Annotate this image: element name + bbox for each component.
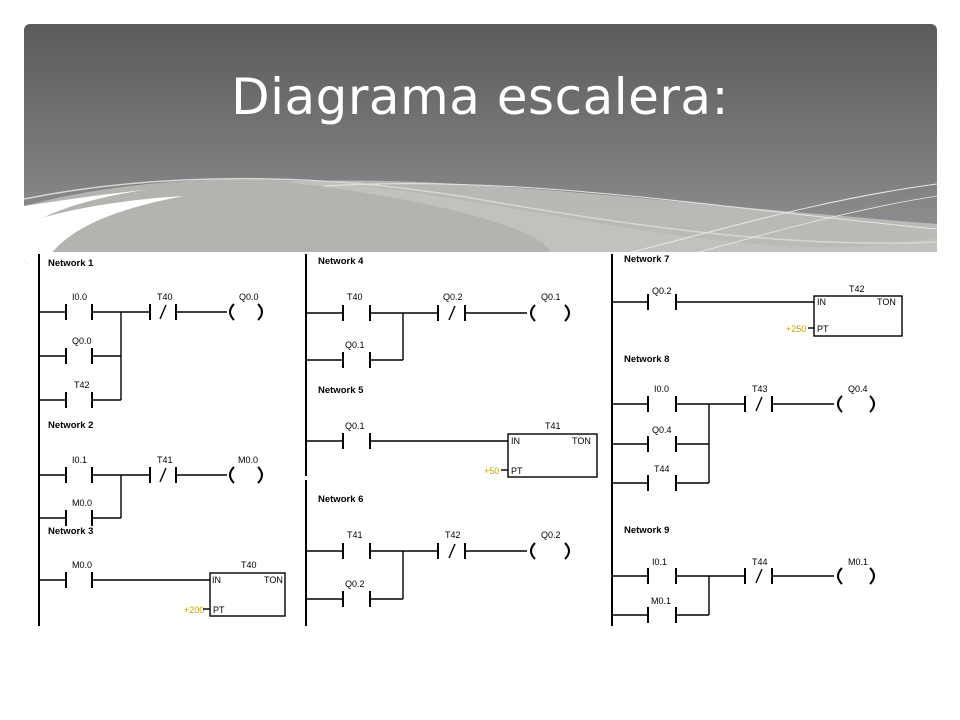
contact-nc: T41 bbox=[149, 455, 227, 483]
contact-label: T43 bbox=[752, 384, 768, 394]
timer-type: TON bbox=[877, 297, 896, 307]
contact-no: I0.0 bbox=[612, 384, 745, 412]
coil-label: Q0.1 bbox=[541, 292, 561, 302]
timer-pt: PT bbox=[817, 324, 829, 334]
coil-label: Q0.2 bbox=[541, 530, 561, 540]
network-label: Network 8 bbox=[624, 354, 669, 365]
timer-pt: PT bbox=[511, 466, 523, 476]
network-label: Network 4 bbox=[318, 256, 364, 267]
contact-label: Q0.1 bbox=[345, 340, 365, 350]
coil: M0.1 bbox=[837, 557, 875, 585]
network-label: Network 5 bbox=[318, 385, 364, 396]
contact-label: T40 bbox=[157, 292, 173, 302]
coil-label: M0.1 bbox=[848, 557, 868, 567]
coil-label: M0.0 bbox=[238, 455, 258, 465]
contact-nc: T42 bbox=[437, 530, 527, 559]
slide-title: Diagrama escalera: bbox=[231, 68, 729, 126]
contact-label: T40 bbox=[347, 292, 363, 302]
contact-label: Q0.0 bbox=[72, 336, 92, 346]
contact-no: Q0.2 bbox=[612, 286, 814, 310]
contact-label: T42 bbox=[445, 530, 461, 540]
contact-label: T41 bbox=[347, 530, 363, 540]
contact-label: T41 bbox=[157, 455, 173, 465]
contact-label: Q0.2 bbox=[443, 292, 463, 302]
contact-label: I0.0 bbox=[654, 384, 669, 394]
contact-no: M0.1 bbox=[612, 596, 709, 623]
contact-label: Q0.2 bbox=[345, 579, 365, 589]
contact-nc: T40 bbox=[149, 292, 227, 320]
contact-label: M0.0 bbox=[72, 498, 92, 508]
contact-no: M0.0 bbox=[39, 498, 121, 526]
contact-no: Q0.0 bbox=[39, 336, 121, 364]
timer-label: T42 bbox=[849, 284, 865, 294]
contact-no: Q0.1 bbox=[306, 421, 508, 449]
contact-label: Q0.2 bbox=[652, 286, 672, 296]
contact-no: M0.0 bbox=[39, 560, 210, 588]
network-label: Network 6 bbox=[318, 494, 363, 505]
contact-no: T44 bbox=[612, 464, 709, 491]
contact-label: Q0.1 bbox=[345, 421, 365, 431]
timer-box: T42 IN TON PT +250 bbox=[786, 284, 903, 337]
contact-no: Q0.4 bbox=[612, 425, 709, 452]
coil: Q0.2 bbox=[530, 530, 570, 560]
timer-box: T41 IN TON PT +50 bbox=[484, 421, 598, 478]
timer-in: IN bbox=[212, 575, 221, 585]
slide-header bbox=[24, 24, 937, 264]
timer-label: T41 bbox=[545, 421, 561, 431]
contact-label: T44 bbox=[752, 557, 768, 567]
contact-label: T44 bbox=[654, 464, 670, 474]
header-banner bbox=[24, 24, 937, 264]
network-label: Network 9 bbox=[624, 525, 669, 536]
timer-box: T40 IN TON PT +200 bbox=[184, 560, 286, 617]
contact-label: I0.1 bbox=[72, 455, 87, 465]
contact-label: T42 bbox=[74, 380, 90, 390]
timer-type: TON bbox=[264, 575, 283, 585]
contact-label: I0.1 bbox=[652, 557, 667, 567]
timer-label: T40 bbox=[241, 560, 257, 570]
contact-no: Q0.2 bbox=[306, 579, 403, 607]
contact-label: M0.1 bbox=[651, 596, 671, 606]
contact-no: Q0.1 bbox=[306, 340, 403, 368]
coil: Q0.0 bbox=[229, 292, 263, 321]
contact-label: Q0.4 bbox=[652, 425, 672, 435]
timer-type: TON bbox=[572, 436, 591, 446]
timer-preset: +50 bbox=[484, 466, 499, 476]
contact-no: T42 bbox=[39, 380, 121, 408]
timer-pt: PT bbox=[213, 605, 225, 615]
coil: M0.0 bbox=[229, 455, 263, 484]
network-label: Network 3 bbox=[48, 526, 93, 537]
coil-label: Q0.0 bbox=[239, 292, 259, 302]
contact-nc: T44 bbox=[744, 557, 834, 584]
contact-label: M0.0 bbox=[72, 560, 92, 570]
timer-preset: +250 bbox=[786, 324, 806, 334]
coil: Q0.4 bbox=[837, 384, 875, 413]
timer-preset: +200 bbox=[184, 605, 204, 615]
contact-nc: Q0.2 bbox=[437, 292, 527, 321]
coil-label: Q0.4 bbox=[848, 384, 868, 394]
network-label: Network 7 bbox=[624, 254, 669, 265]
contact-no: T40 bbox=[306, 292, 438, 321]
timer-in: IN bbox=[817, 297, 826, 307]
network-label: Network 2 bbox=[48, 420, 93, 431]
contact-nc: T43 bbox=[744, 384, 834, 412]
contact-no: T41 bbox=[306, 530, 438, 559]
coil: Q0.1 bbox=[530, 292, 570, 322]
timer-in: IN bbox=[511, 436, 520, 446]
contact-no: I0.1 bbox=[612, 557, 745, 584]
network-label: Network 1 bbox=[48, 258, 94, 269]
contact-label: I0.0 bbox=[72, 292, 87, 302]
